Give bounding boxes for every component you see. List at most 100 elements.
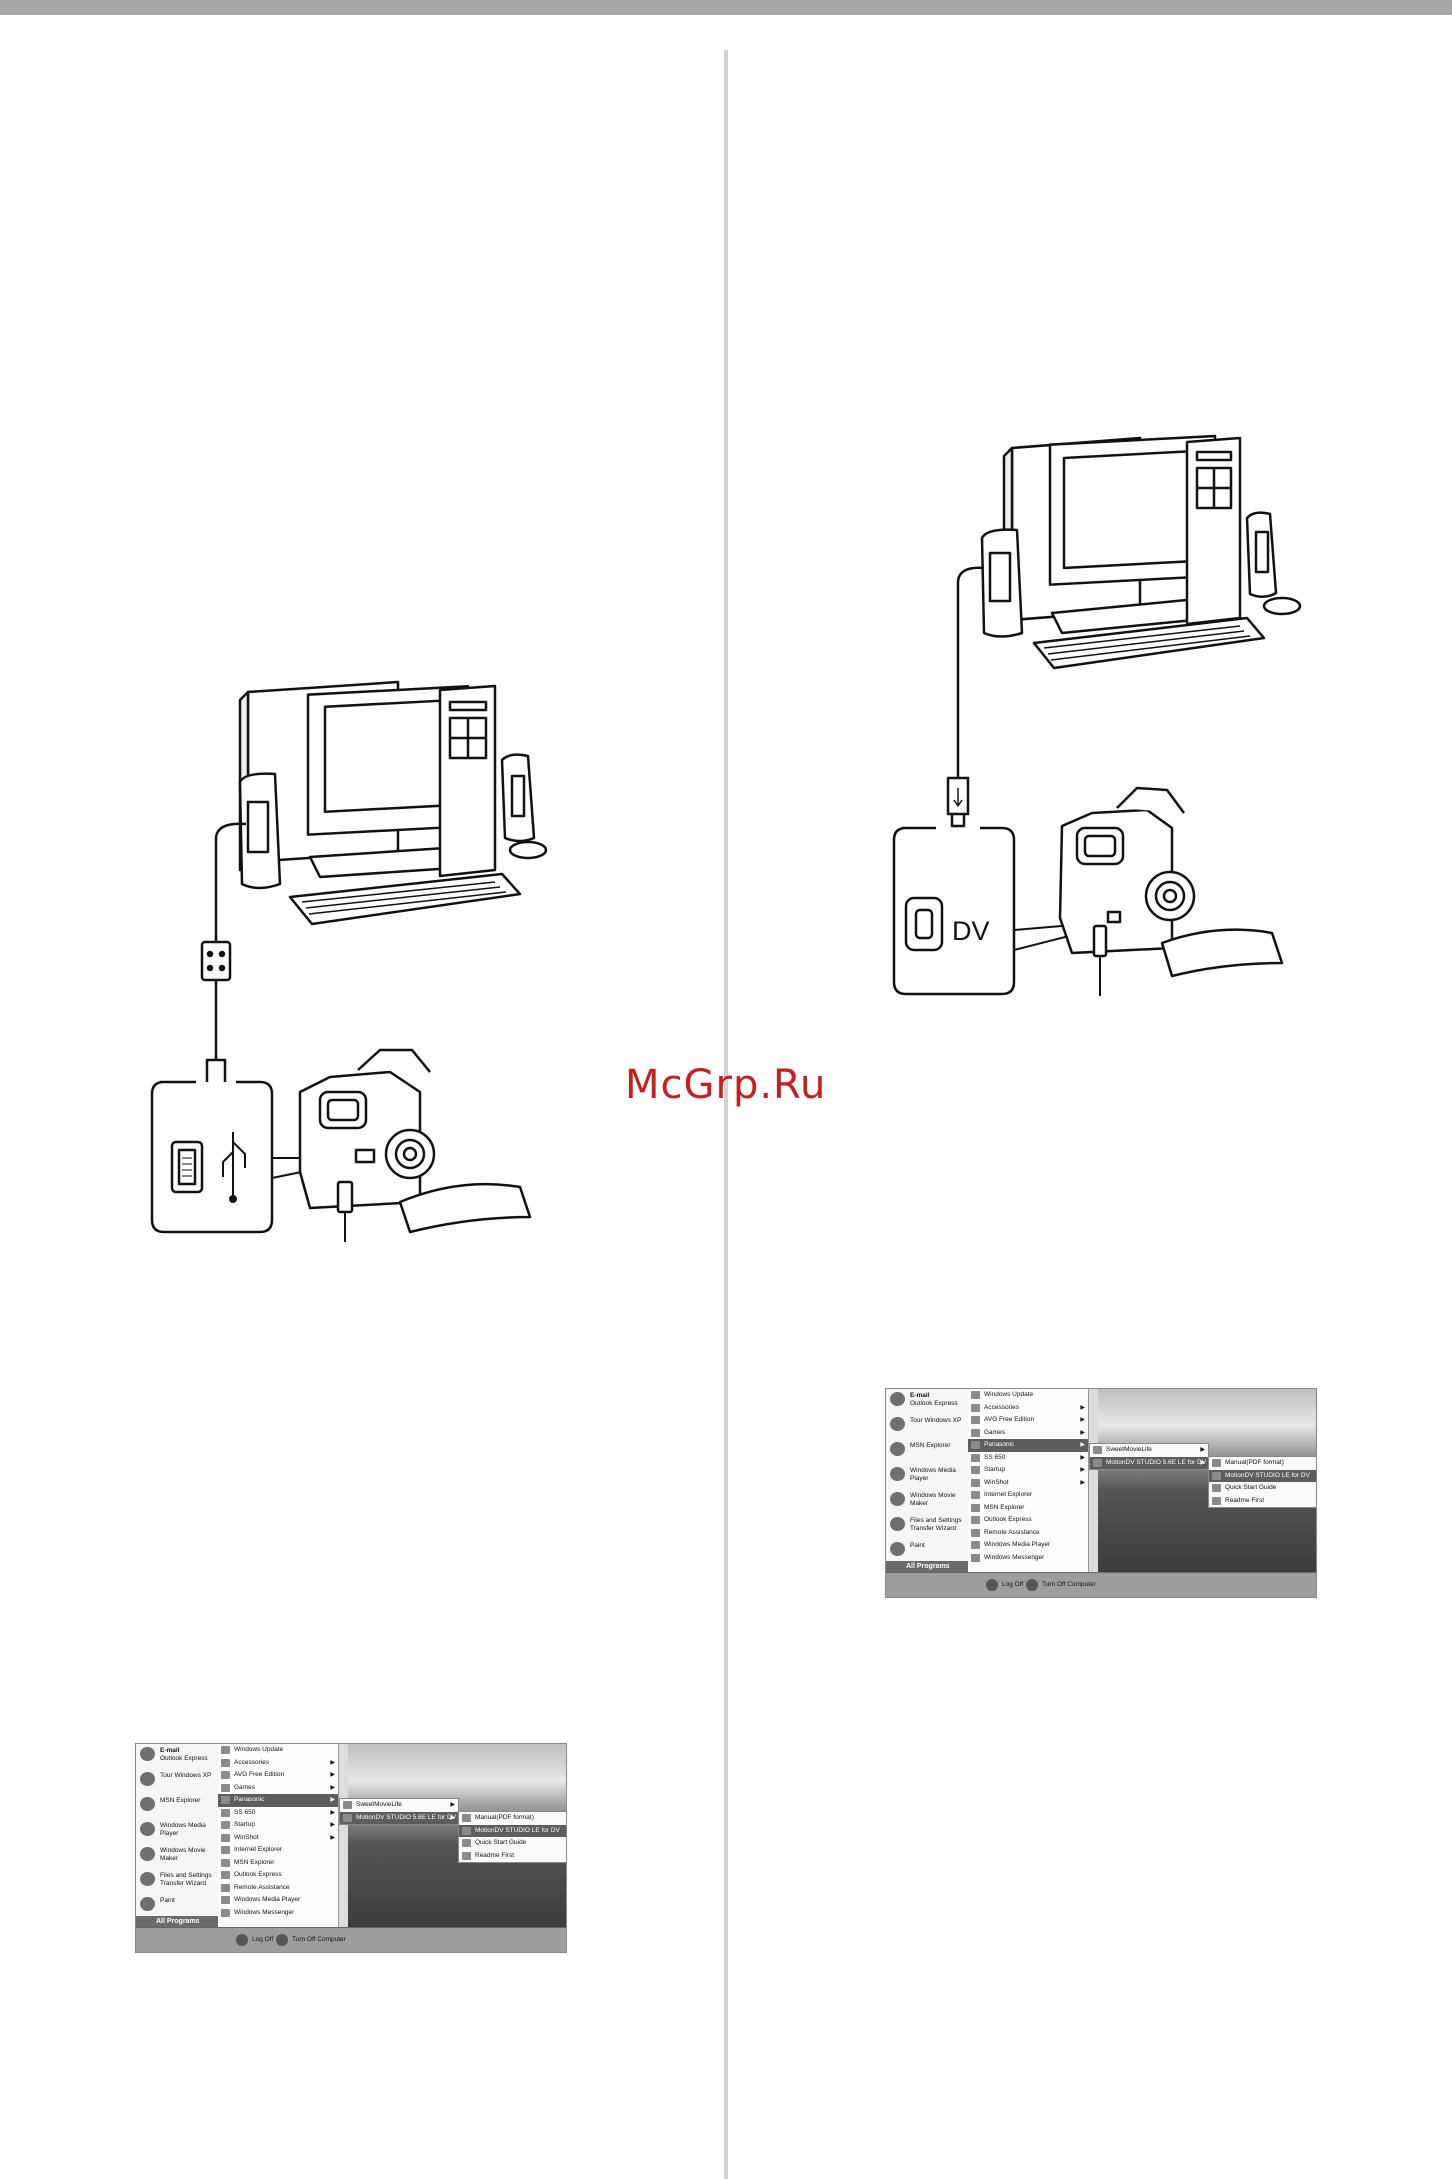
camcorder-icon bbox=[1058, 786, 1284, 996]
msn-icon bbox=[890, 1442, 905, 1456]
email-icon bbox=[140, 1747, 155, 1761]
menu-item[interactable]: Internet Explorer bbox=[218, 1844, 338, 1857]
right-speaker-icon bbox=[1245, 511, 1278, 598]
menu-item[interactable]: Windows Messenger bbox=[218, 1907, 338, 1920]
menu-item[interactable]: AVG Free Edition▶ bbox=[968, 1414, 1088, 1427]
menu-item[interactable]: AVG Free Edition ▶ bbox=[218, 1769, 338, 1782]
menu-item[interactable]: Windows Update bbox=[218, 1744, 338, 1757]
log-off-button[interactable]: Log Off bbox=[986, 1578, 1023, 1592]
menu-item[interactable]: Readme First bbox=[1209, 1495, 1316, 1508]
all-programs-button[interactable]: All Programs bbox=[136, 1916, 218, 1928]
menu-item[interactable]: MotionDV STUDIO 5.6E LE for DV▶ bbox=[1090, 1456, 1208, 1469]
menu-item[interactable]: Remote Assistance bbox=[218, 1882, 338, 1895]
menu-item[interactable]: Windows Media Player bbox=[218, 1894, 338, 1907]
transfer-wizard-icon bbox=[890, 1517, 905, 1531]
start-item-tour[interactable]: Tour Windows XP bbox=[886, 1414, 968, 1439]
start-item-tour[interactable]: Tour Windows XP bbox=[136, 1769, 218, 1794]
program-icon bbox=[1212, 1484, 1221, 1492]
submenu-arrow-icon: ▶ bbox=[1200, 1459, 1205, 1466]
menu-item[interactable]: MotionDV STUDIO 5.6E LE for DV▶ bbox=[340, 1811, 458, 1824]
menu-item[interactable]: Windows Messenger bbox=[968, 1552, 1088, 1565]
menu-item[interactable]: Readme First bbox=[459, 1850, 566, 1863]
usb-port-callout bbox=[150, 1080, 274, 1234]
menu-item[interactable]: Games▶ bbox=[968, 1427, 1088, 1440]
usb-connection-illustration bbox=[150, 680, 548, 1242]
menu-item[interactable]: MotionDV STUDIO LE for DV bbox=[1209, 1469, 1316, 1482]
menu-item[interactable]: WinShot▶ bbox=[968, 1477, 1088, 1490]
menu-item[interactable]: Panasonic▶ bbox=[968, 1439, 1088, 1452]
menu-item[interactable]: Panasonic▶ bbox=[218, 1794, 338, 1807]
menu-item[interactable]: Startup▶ bbox=[218, 1819, 338, 1832]
usb-symbol-icon bbox=[222, 1132, 246, 1203]
program-icon bbox=[971, 1516, 980, 1524]
menu-item[interactable]: Accessories▶ bbox=[218, 1757, 338, 1770]
menu-item[interactable]: MSN Explorer bbox=[968, 1502, 1088, 1515]
menu-item[interactable]: SS 650▶ bbox=[218, 1807, 338, 1820]
start-item-msn[interactable]: MSN Explorer bbox=[136, 1794, 218, 1819]
menu-item-label: SS 650 bbox=[984, 1453, 1006, 1461]
menu-item[interactable]: SS 650 ▶ bbox=[968, 1452, 1088, 1465]
start-item-media-player[interactable]: Windows Media Player bbox=[136, 1819, 218, 1844]
menu-item[interactable]: Windows Update bbox=[968, 1389, 1088, 1402]
menu-item-label: Accessories bbox=[984, 1403, 1020, 1411]
menu-item-label: Remote Assistance bbox=[234, 1883, 290, 1891]
submenu-arrow-icon: ▶ bbox=[1080, 1404, 1085, 1411]
menu-item-label: AVG Free Edition bbox=[984, 1416, 1035, 1423]
submenu-arrow-icon: ▶ bbox=[1080, 1467, 1085, 1473]
start-item-movie-maker[interactable]: Windows Movie Maker bbox=[886, 1489, 968, 1514]
menu-item-label: AVG Free Edition bbox=[234, 1771, 285, 1778]
program-icon bbox=[221, 1883, 230, 1892]
turn-off-button[interactable]: Turn Off Computer bbox=[1026, 1578, 1096, 1592]
motiondv-submenu: Manual(PDF format)MotionDV STUDIO LE for… bbox=[458, 1811, 566, 1863]
turn-off-button[interactable]: Turn Off Computer bbox=[276, 1933, 346, 1947]
top-gray-band bbox=[0, 0, 1452, 15]
log-off-button[interactable]: Log Off bbox=[236, 1933, 273, 1947]
movie-maker-icon bbox=[140, 1847, 155, 1861]
menu-item-label: WinShot bbox=[984, 1478, 1009, 1486]
program-icon bbox=[1212, 1496, 1221, 1505]
menu-item-label: Windows Messenger bbox=[234, 1908, 295, 1916]
menu-item[interactable]: Outlook Express bbox=[968, 1514, 1088, 1527]
menu-item[interactable]: MSN Explorer bbox=[218, 1857, 338, 1870]
mouse-icon bbox=[508, 840, 548, 860]
program-icon bbox=[221, 1858, 230, 1867]
submenu-arrow-icon: ▶ bbox=[1080, 1454, 1085, 1461]
program-icon bbox=[971, 1478, 980, 1487]
menu-item[interactable]: Startup▶ bbox=[968, 1464, 1088, 1477]
menu-item[interactable]: Remote Assistance bbox=[968, 1527, 1088, 1540]
start-item-paint[interactable]: Paint bbox=[136, 1894, 218, 1919]
dv-cable bbox=[956, 566, 985, 778]
menu-item[interactable]: Manual(PDF format) bbox=[459, 1812, 566, 1825]
menu-item[interactable]: WinShot▶ bbox=[218, 1832, 338, 1845]
right-speaker-icon bbox=[500, 753, 536, 843]
left-speaker-icon bbox=[238, 772, 282, 890]
start-item-msn[interactable]: MSN Explorer bbox=[886, 1439, 968, 1464]
menu-item[interactable]: SweetMovieLife▶ bbox=[1090, 1444, 1208, 1457]
menu-item[interactable]: Games▶ bbox=[218, 1782, 338, 1795]
paint-icon bbox=[890, 1542, 905, 1556]
menu-item[interactable]: Accessories ▶ bbox=[968, 1402, 1088, 1415]
program-icon bbox=[221, 1833, 230, 1842]
start-item-media-player[interactable]: Windows Media Player bbox=[886, 1464, 968, 1489]
computer-monitor-icon bbox=[1002, 434, 1217, 635]
menu-item[interactable]: MotionDV STUDIO LE for DV bbox=[459, 1824, 566, 1837]
all-programs-button[interactable]: All Programs bbox=[886, 1561, 968, 1573]
start-item-transfer-wizard[interactable]: Files and Settings Transfer Wizard bbox=[886, 1514, 968, 1539]
menu-item[interactable]: Internet Explorer bbox=[968, 1489, 1088, 1502]
start-item-paint[interactable]: Paint bbox=[886, 1539, 968, 1564]
menu-item[interactable]: Outlook Express bbox=[218, 1869, 338, 1882]
start-item-movie-maker[interactable]: Windows Movie Maker bbox=[136, 1844, 218, 1869]
menu-item[interactable]: Manual(PDF format) bbox=[1209, 1457, 1316, 1470]
start-item-transfer-wizard[interactable]: Files and Settings Transfer Wizard bbox=[136, 1869, 218, 1894]
menu-item[interactable]: Windows Media Player bbox=[968, 1539, 1088, 1552]
menu-item[interactable]: SweetMovieLife▶ bbox=[340, 1799, 458, 1812]
menu-item[interactable]: Quick Start Guide bbox=[459, 1837, 566, 1850]
menu-item[interactable]: Quick Start Guide bbox=[1209, 1482, 1316, 1495]
program-icon bbox=[221, 1771, 230, 1779]
menu-item-label: MSN Explorer bbox=[234, 1858, 275, 1866]
submenu-arrow-icon: ▶ bbox=[330, 1772, 335, 1778]
